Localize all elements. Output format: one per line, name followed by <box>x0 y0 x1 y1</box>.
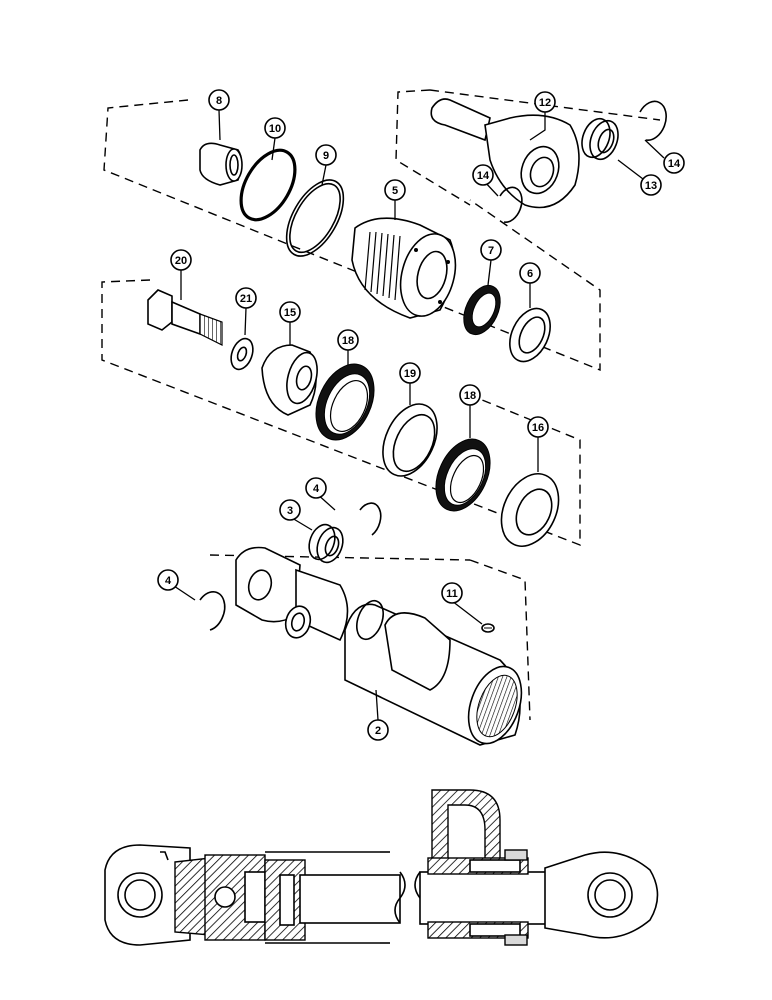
part-10-o-ring <box>239 148 297 222</box>
callout-14-left: 14 <box>472 164 494 186</box>
part-4-snap-ring-lower <box>199 590 226 631</box>
svg-text:20: 20 <box>175 255 187 267</box>
callout-11: 11 <box>441 582 463 604</box>
callout-13: 13 <box>640 174 662 196</box>
callout-6: 6 <box>519 262 541 284</box>
part-19-wear-ring <box>382 403 438 477</box>
callout-19: 19 <box>399 362 421 384</box>
svg-text:4: 4 <box>165 575 172 587</box>
callout-2: 2 <box>367 719 389 741</box>
part-11-set-screw <box>481 623 495 633</box>
part-20-bolt <box>147 289 223 346</box>
svg-text:4: 4 <box>313 483 320 495</box>
callout-18-left: 18 <box>337 329 359 351</box>
svg-text:14: 14 <box>477 170 490 182</box>
part-15-piston <box>261 344 318 416</box>
svg-text:13: 13 <box>645 180 657 192</box>
part-6-wiper <box>509 307 551 363</box>
rod-eye-group-outline <box>395 89 661 206</box>
svg-text:15: 15 <box>284 307 296 319</box>
svg-text:2: 2 <box>375 725 381 737</box>
svg-text:8: 8 <box>216 95 222 107</box>
svg-text:14: 14 <box>668 158 681 170</box>
part-9-backup-ring <box>285 179 345 257</box>
callout-21: 21 <box>235 287 257 309</box>
callout-7: 7 <box>480 239 502 261</box>
part-8-bushing <box>199 142 243 186</box>
callout-15: 15 <box>279 301 301 323</box>
callout-18-right: 18 <box>459 384 481 406</box>
part-3-base-bushing <box>308 523 344 564</box>
svg-text:11: 11 <box>446 588 458 600</box>
part-18-piston-seal-left <box>315 363 375 441</box>
part-21-washer <box>230 337 254 371</box>
assembled-cylinder-section-view <box>104 789 659 946</box>
svg-text:12: 12 <box>539 97 551 109</box>
callout-8: 8 <box>208 89 230 111</box>
part-14-snap-ring-right <box>639 100 667 141</box>
callout-5: 5 <box>384 179 406 201</box>
part-16-piston-ring <box>500 473 560 547</box>
part-18-piston-seal-right <box>435 438 491 512</box>
part-2-cylinder-barrel <box>235 546 523 746</box>
svg-text:9: 9 <box>323 150 329 162</box>
svg-text:6: 6 <box>527 268 533 280</box>
piston-group-outline <box>101 279 581 547</box>
svg-text:10: 10 <box>269 123 281 135</box>
callout-leaders <box>173 109 665 721</box>
callout-10: 10 <box>264 117 286 139</box>
callout-20: 20 <box>170 249 192 271</box>
part-14-snap-ring-left <box>499 186 523 223</box>
svg-text:18: 18 <box>342 335 354 347</box>
svg-text:3: 3 <box>287 505 293 517</box>
callouts: 8 10 9 12 14 14 13 5 7 6 20 21 15 18 19 … <box>157 89 685 741</box>
svg-text:16: 16 <box>532 422 544 434</box>
svg-text:19: 19 <box>404 368 416 380</box>
svg-text:5: 5 <box>392 185 398 197</box>
callout-14-right: 14 <box>663 152 685 174</box>
svg-text:21: 21 <box>240 293 252 305</box>
part-5-cylinder-head <box>351 217 457 319</box>
part-12-rod-eye <box>430 98 580 209</box>
callout-12: 12 <box>534 91 556 113</box>
callout-4-lower: 4 <box>157 569 179 591</box>
svg-text:18: 18 <box>464 390 476 402</box>
part-7-rod-seal <box>463 284 501 336</box>
head-parts-group-outline <box>103 99 601 372</box>
callout-4-upper: 4 <box>305 477 327 499</box>
barrel-group-outline <box>209 554 531 721</box>
svg-text:7: 7 <box>488 245 494 257</box>
part-4-snap-ring-upper <box>359 502 382 536</box>
part-13-eye-bushing <box>581 117 619 161</box>
callout-3: 3 <box>279 499 301 521</box>
callout-9: 9 <box>315 144 337 166</box>
callout-16: 16 <box>527 416 549 438</box>
